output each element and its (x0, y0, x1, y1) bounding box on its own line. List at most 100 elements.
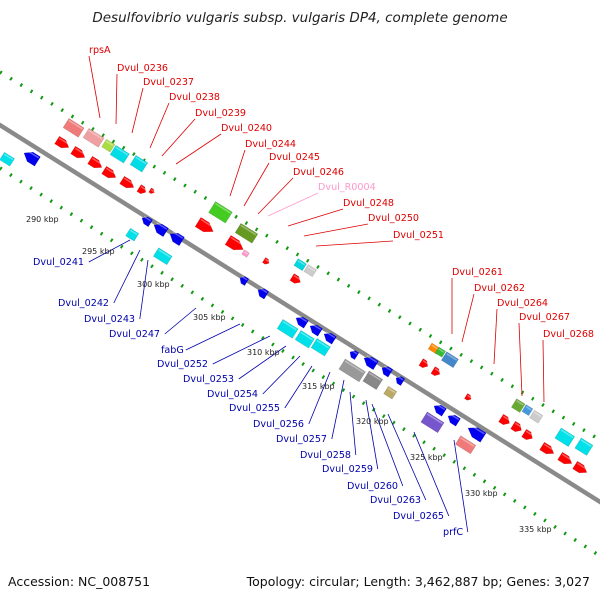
gene-feature (381, 365, 394, 378)
reverse-gene-label: Dvul_0260 (347, 481, 398, 492)
gene-label-leaders (88, 55, 545, 533)
forward-gene-label: Dvul_0237 (143, 77, 194, 88)
gene-feature (434, 346, 446, 358)
accession-label: Accession: NC_008751 (8, 574, 151, 589)
gene-feature (303, 264, 317, 278)
tick-label: 310 kbp (247, 348, 280, 357)
gene-feature (152, 247, 173, 266)
gene-feature (539, 441, 555, 455)
gene-feature (572, 460, 588, 474)
gene-feature (383, 385, 398, 400)
reverse-label-leader (331, 379, 345, 440)
gene-features (0, 118, 594, 474)
gene-feature (521, 404, 534, 416)
gene-feature (498, 413, 511, 426)
reverse-label-leader (308, 371, 331, 425)
tick-label: 320 kbp (356, 417, 389, 426)
reverse-gene-label: Dvul_0257 (276, 434, 327, 445)
gene-feature (101, 138, 116, 153)
gene-feature (362, 370, 384, 390)
gene-feature (276, 319, 299, 339)
gene-feature (0, 151, 15, 167)
reverse-gene-label: Dvul_0242 (58, 298, 109, 309)
reverse-gene-label: Dvul_0265 (393, 511, 444, 522)
gene-feature (87, 155, 103, 169)
gene-feature (464, 393, 472, 401)
gene-feature (440, 351, 459, 369)
forward-gene-label: Dvul_0267 (519, 312, 570, 323)
tick-label: 335 kbp (519, 525, 552, 534)
forward-gene-label: Dvul_0248 (343, 198, 394, 209)
reverse-label-leader (212, 335, 271, 365)
reverse-gene-label: prfC (443, 527, 463, 538)
reverse-label-leader (349, 391, 357, 456)
gene-feature (433, 403, 447, 417)
reverse-label-leader (139, 259, 149, 320)
reverse-gene-label: fabG (161, 345, 184, 356)
reverse-gene-label: Dvul_0252 (157, 359, 208, 370)
reverse-label-leader (413, 431, 450, 517)
gene-feature (54, 135, 70, 149)
forward-label-leader (243, 162, 270, 207)
forward-gene-label: Dvul_0239 (195, 108, 246, 119)
gene-feature (430, 366, 441, 377)
gene-feature (136, 184, 147, 195)
gene-feature (323, 331, 337, 345)
forward-label-leader (229, 149, 246, 197)
gene-feature (521, 428, 534, 441)
forward-label-leader (257, 177, 294, 215)
tick-label: 290 kbp (26, 215, 59, 224)
forward-gene-label: Dvul_0268 (543, 329, 594, 340)
forward-gene-label: Dvul_R0004 (318, 182, 376, 193)
gene-feature (395, 375, 406, 386)
forward-gene-label: Dvul_0240 (221, 123, 272, 134)
genome-backbone (0, 122, 600, 505)
reverse-label-leader (113, 249, 141, 304)
reverse-gene-label: Dvul_0247 (109, 329, 160, 340)
gene-feature (418, 358, 429, 369)
topology-label: Topology: circular; Length: 3,462,887 bp… (246, 574, 590, 589)
inner-dotted-track (0, 166, 600, 558)
gene-feature (141, 215, 153, 228)
reverse-label-leader (365, 399, 379, 470)
gene-feature (554, 427, 576, 447)
reverse-gene-label: Dvul_0241 (33, 257, 84, 268)
forward-label-leader (518, 322, 523, 397)
forward-label-leader (175, 133, 222, 165)
forward-label-leader (315, 240, 394, 247)
gene-feature (510, 420, 523, 433)
reverse-gene-label: Dvul_0256 (253, 419, 304, 430)
gene-feature (510, 398, 526, 413)
forward-gene-label: Dvul_0261 (452, 267, 503, 278)
gene-feature (208, 201, 233, 224)
gene-feature (169, 231, 185, 247)
gene-feature (294, 330, 315, 349)
forward-gene-label: Dvul_0262 (474, 283, 525, 294)
gene-feature (574, 437, 594, 456)
forward-label-leader (303, 223, 369, 237)
gene-feature (309, 323, 323, 337)
forward-gene-label: Dvul_0246 (293, 167, 344, 178)
gene-feature (420, 411, 445, 434)
reverse-label-leader (88, 239, 131, 263)
forward-label-leader (461, 293, 475, 343)
forward-label-leader (149, 102, 170, 149)
gene-feature (338, 358, 366, 383)
gene-feature (454, 435, 477, 455)
gene-feature (125, 227, 140, 242)
forward-gene-label: Dvul_0244 (245, 139, 296, 150)
reverse-label-leader (164, 307, 197, 335)
gene-feature (129, 155, 149, 173)
forward-label-leader (115, 73, 118, 125)
gene-feature (289, 273, 302, 284)
forward-label-leader (161, 118, 196, 157)
gene-feature (148, 187, 155, 194)
reverse-gene-label: Dvul_0259 (322, 464, 373, 475)
map-title: Desulfovibrio vulgaris subsp. vulgaris D… (92, 10, 508, 26)
forward-label-leader (542, 339, 545, 403)
gene-feature (241, 249, 250, 258)
gene-feature (529, 409, 544, 424)
gene-feature (262, 257, 270, 265)
